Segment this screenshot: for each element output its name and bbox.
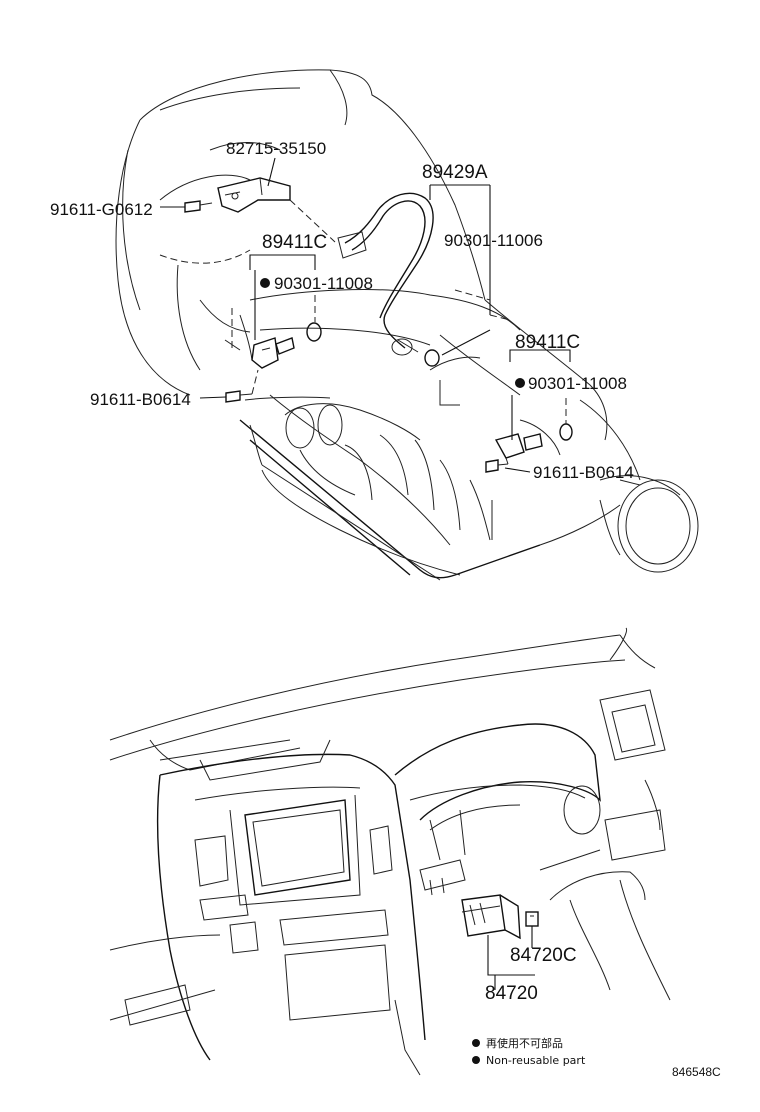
leader-lines-upper (160, 157, 571, 473)
o-ring-90301-11006-icon (424, 349, 440, 367)
label-91611-g0612: 91611-G0612 (50, 200, 153, 219)
non-reusable-dot-right-icon (515, 378, 525, 388)
switch-84720-icon (461, 894, 521, 940)
bolt-91611-g0612-icon (184, 200, 213, 213)
legend-dot-en-icon (472, 1056, 480, 1064)
label-91611-b0614-right: 91611-B0614 (533, 463, 634, 482)
speed-sensor-left-icon (251, 337, 295, 369)
knob-84720c-icon (525, 911, 539, 927)
label-89429a: 89429A (422, 162, 488, 183)
legend-jp: 再使用不可部品 (486, 1036, 563, 1050)
label-90301-11006: 90301-11006 (444, 231, 543, 250)
dashboard-illustration (109, 627, 671, 1076)
label-89411c-left: 89411C (262, 232, 327, 253)
transmission-illustration (115, 69, 699, 581)
label-89411c-right: 89411C (515, 332, 580, 353)
speed-sensor-bracket-82715 (217, 177, 291, 213)
legend-dot-jp-icon (472, 1039, 480, 1047)
bolt-91611-b0614-right-icon (485, 459, 509, 473)
label-82715-35150: 82715-35150 (226, 139, 326, 158)
diagram-code: 846548C (672, 1065, 721, 1079)
label-90301-11008-left: 90301-11008 (274, 274, 373, 293)
leader-lines-lower (487, 926, 535, 990)
legend-en: Non-reusable part (486, 1054, 586, 1067)
speed-sensor-right-icon (494, 433, 543, 459)
label-90301-11008-right: 90301-11008 (528, 374, 627, 393)
non-reusable-dot-left-icon (260, 278, 270, 288)
label-91611-b0614-left: 91611-B0614 (90, 390, 191, 409)
o-ring-right-icon (559, 423, 573, 441)
harness-wire-89429a (337, 192, 434, 356)
label-84720c: 84720C (510, 945, 577, 966)
o-ring-left-icon (306, 322, 322, 342)
label-84720: 84720 (485, 983, 538, 1004)
bolt-91611-b0614-left-icon (225, 390, 253, 403)
